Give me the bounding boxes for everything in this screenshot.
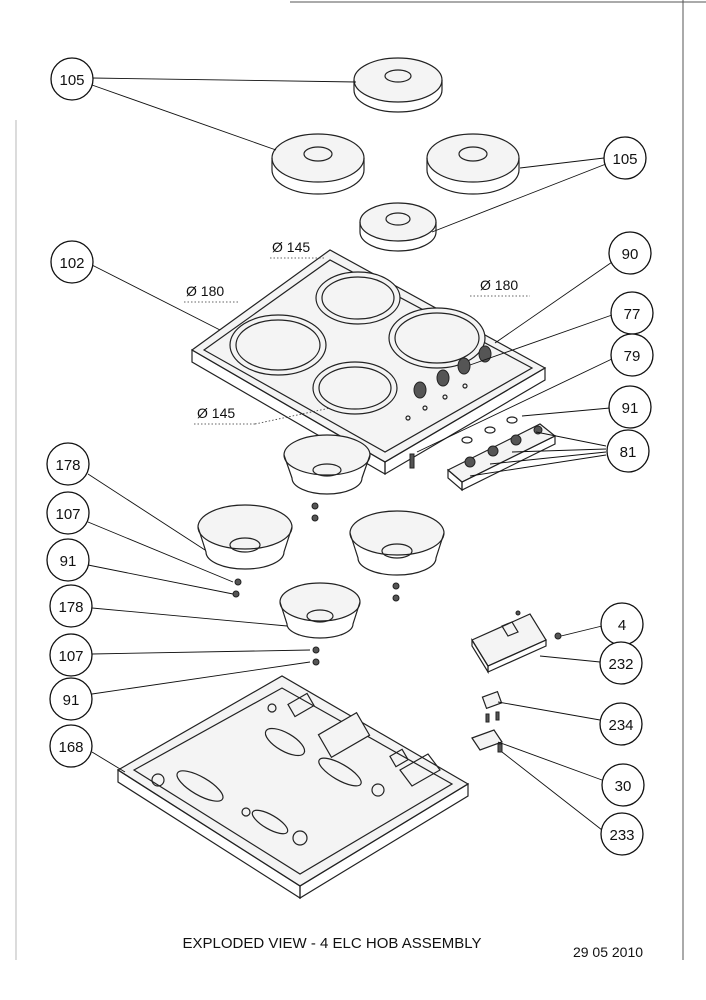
callout-91-middle: 91 <box>46 538 90 582</box>
callout-90-label: 90 <box>622 246 639 263</box>
hotplate-top <box>353 57 443 113</box>
hotplate-front <box>359 202 437 252</box>
diagram-title: EXPLODED VIEW - 4 ELC HOB ASSEMBLY <box>183 935 482 952</box>
callout-178-top-label: 178 <box>55 457 80 474</box>
callout-91-right-label: 91 <box>622 400 639 417</box>
callout-107-top-label: 107 <box>55 506 80 523</box>
callout-30-label: 30 <box>615 778 632 795</box>
dimension-145-bottom: Ø 145 <box>197 405 235 421</box>
leader-lines <box>87 77 616 831</box>
burner-cup-top <box>283 434 371 522</box>
callout-105-top-label: 105 <box>59 72 84 89</box>
callout-79: 79 <box>610 333 654 377</box>
callout-102-label: 102 <box>59 255 84 272</box>
callout-4-label: 4 <box>618 617 626 634</box>
dimension-180-right: Ø 180 <box>480 277 518 293</box>
callout-4: 4 <box>600 602 644 646</box>
callout-77: 77 <box>610 291 654 335</box>
hotplate-right <box>426 133 520 195</box>
callout-233-label: 233 <box>609 827 634 844</box>
burner-cup-bottom <box>279 582 361 666</box>
callout-81-label: 81 <box>620 444 637 461</box>
hotplate-left <box>271 133 365 195</box>
callout-30: 30 <box>601 763 645 807</box>
burner-cup-left <box>197 504 293 598</box>
callout-168-label: 168 <box>58 739 83 756</box>
callout-91-bottom-label: 91 <box>63 692 80 709</box>
dimension-180-left: Ø 180 <box>186 283 224 299</box>
callout-178-bottom: 178 <box>49 584 93 628</box>
callout-91-right: 91 <box>608 385 652 429</box>
callout-234-label: 234 <box>608 717 633 734</box>
callout-168: 168 <box>49 724 93 768</box>
burner-cup-right <box>349 510 445 602</box>
part-79 <box>409 453 415 469</box>
callout-105-right-label: 105 <box>612 151 637 168</box>
hob-top-plate <box>190 249 547 476</box>
screw-small <box>515 610 521 616</box>
callout-107-bottom-label: 107 <box>58 648 83 665</box>
diagram-date: 29 05 2010 <box>573 944 643 960</box>
screw-4 <box>554 632 562 640</box>
part-30 <box>471 729 503 753</box>
callout-79-label: 79 <box>624 348 641 365</box>
callout-77-label: 77 <box>624 306 641 323</box>
callout-102: 102 <box>50 240 94 284</box>
part-234 <box>481 690 503 723</box>
callout-232: 232 <box>599 641 643 685</box>
callout-232-label: 232 <box>608 656 633 673</box>
callout-178-bottom-label: 178 <box>58 599 83 616</box>
callout-233: 233 <box>600 812 644 856</box>
callout-234: 234 <box>599 702 643 746</box>
bottom-tray <box>116 675 470 900</box>
callout-90: 90 <box>608 231 652 275</box>
dimension-145-top: Ø 145 <box>272 239 310 255</box>
callout-105-top: 105 <box>50 57 94 101</box>
bracket-232 <box>471 613 547 675</box>
callout-91-middle-label: 91 <box>60 553 77 570</box>
callout-107-top: 107 <box>46 491 90 535</box>
callout-91-bottom: 91 <box>49 677 93 721</box>
callout-107-bottom: 107 <box>49 633 93 677</box>
callout-178-top: 178 <box>46 442 90 486</box>
callout-105-right: 105 <box>603 136 647 180</box>
callout-81: 81 <box>606 429 650 473</box>
